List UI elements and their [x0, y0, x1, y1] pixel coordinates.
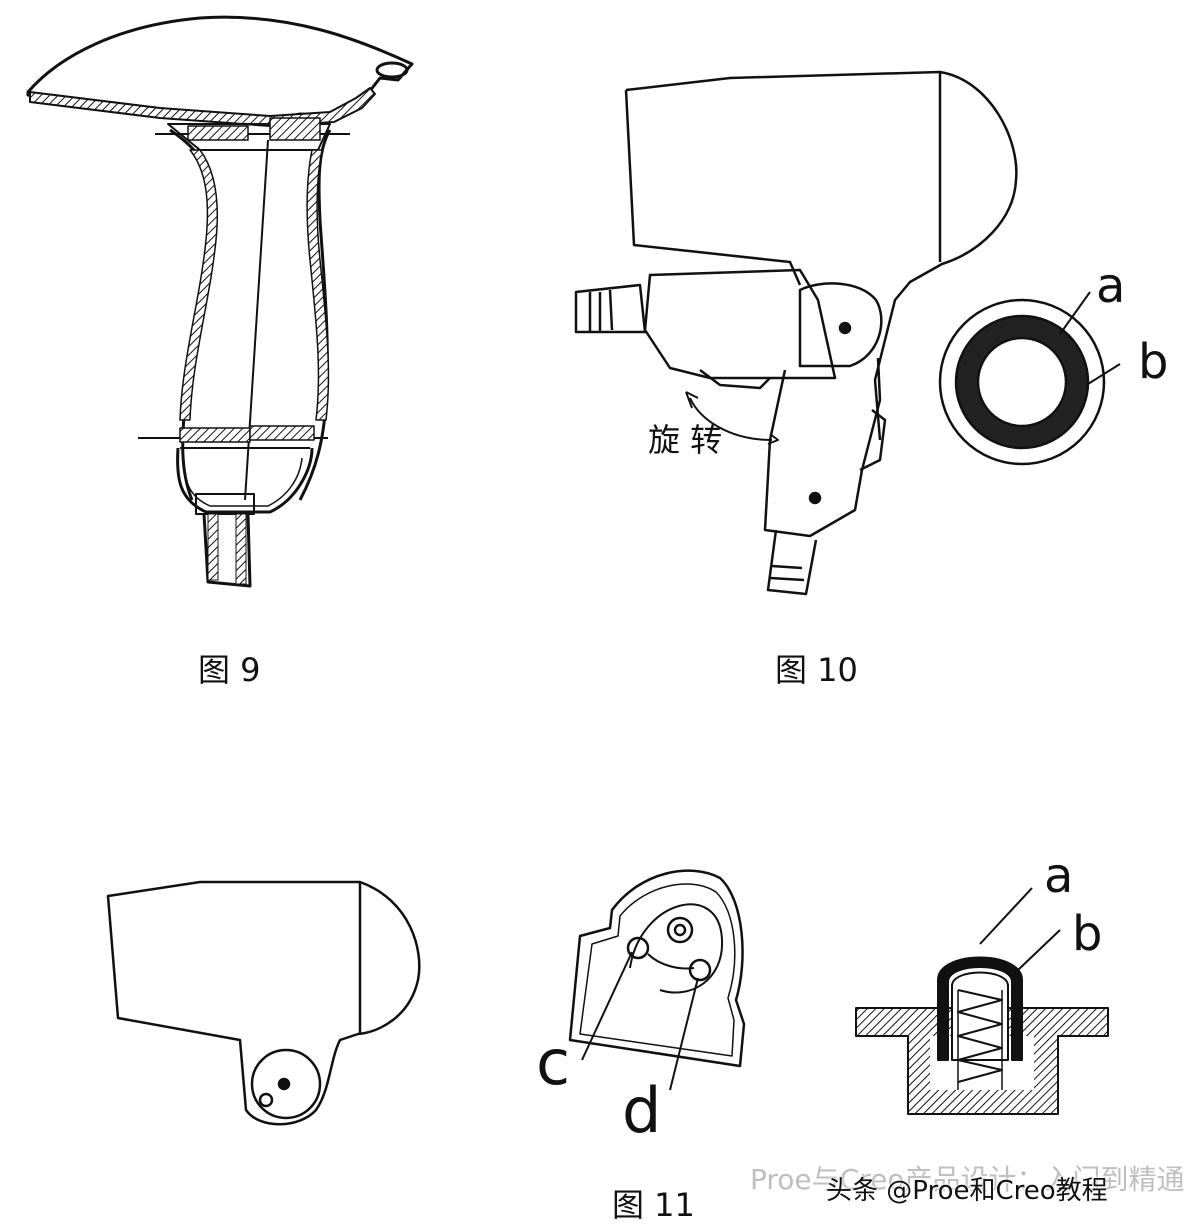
watermark-back-text: Proe与Creo产品设计：入门到精通: [750, 1163, 1185, 1196]
fig10-callout-a: a: [1096, 258, 1126, 314]
figure-9-caption: 图 9: [198, 651, 261, 689]
figure-10-caption: 图 10: [775, 651, 858, 689]
fig11-callout-a: a: [1044, 848, 1074, 904]
rotate-label: 旋 转: [648, 421, 723, 459]
fig11-spring-detent: [855, 887, 1109, 1115]
fig11-callout-b: b: [1072, 906, 1103, 962]
fig10-folding-dryer: [574, 70, 1121, 596]
fig9-dryer-section: [26, 15, 414, 588]
fig11-hinge-detail: [568, 869, 746, 1091]
fig11-callout-d: d: [622, 1074, 662, 1147]
fig10-callout-b: b: [1138, 334, 1169, 390]
fig11-dryer-side: [106, 880, 421, 1126]
watermark-front-text: 头条 @Proe和Creo教程: [826, 1176, 1108, 1206]
fig11-callout-c: c: [536, 1026, 571, 1099]
figure-11-caption: 图 11: [612, 1186, 695, 1224]
